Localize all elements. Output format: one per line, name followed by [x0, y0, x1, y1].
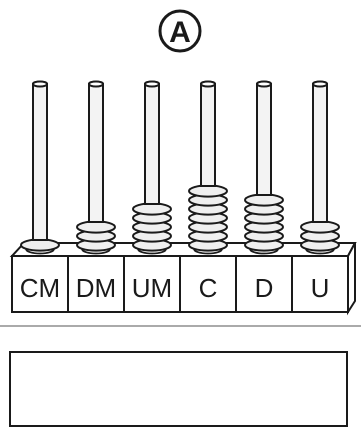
- rod-um-upper: [144, 83, 160, 205]
- label-um: UM: [132, 273, 172, 303]
- rod-u-upper: [312, 83, 328, 223]
- rod-d-upper: [256, 83, 272, 196]
- label-dm: DM: [76, 273, 116, 303]
- place-value-labels: CM DM UM C D U: [11, 255, 349, 313]
- rod-cm-cap-top: [32, 80, 48, 88]
- label-u: U: [311, 273, 330, 303]
- exercise-badge: A: [158, 9, 202, 53]
- rod-dm-upper: [88, 83, 104, 223]
- bead: [300, 220, 340, 234]
- label-cm: CM: [20, 273, 60, 303]
- rod-d: [244, 80, 284, 255]
- rod-c-cap-top: [200, 80, 216, 88]
- bead: [20, 238, 60, 252]
- bead: [244, 193, 284, 207]
- rod-um-cap-top: [144, 80, 160, 88]
- rod-c: [188, 80, 228, 255]
- rod-dm: [76, 80, 116, 255]
- rod-cm: [20, 80, 60, 255]
- bead: [76, 220, 116, 234]
- label-d: D: [255, 273, 274, 303]
- abacus-rods: [20, 80, 340, 255]
- rod-um: [132, 80, 172, 255]
- rod-u: [300, 80, 340, 255]
- cell-u: [291, 255, 349, 313]
- label-c: C: [199, 273, 218, 303]
- rod-u-cap-top: [312, 80, 328, 88]
- rod-dm-cap-top: [88, 80, 104, 88]
- rod-cm-upper: [32, 83, 48, 241]
- rod-c-upper: [200, 83, 216, 187]
- rod-d-cap-top: [256, 80, 272, 88]
- exercise-badge-letter: A: [169, 16, 191, 49]
- answer-box[interactable]: [9, 351, 348, 427]
- bead: [188, 184, 228, 198]
- bead: [132, 202, 172, 216]
- abacus-base-side: [347, 242, 356, 316]
